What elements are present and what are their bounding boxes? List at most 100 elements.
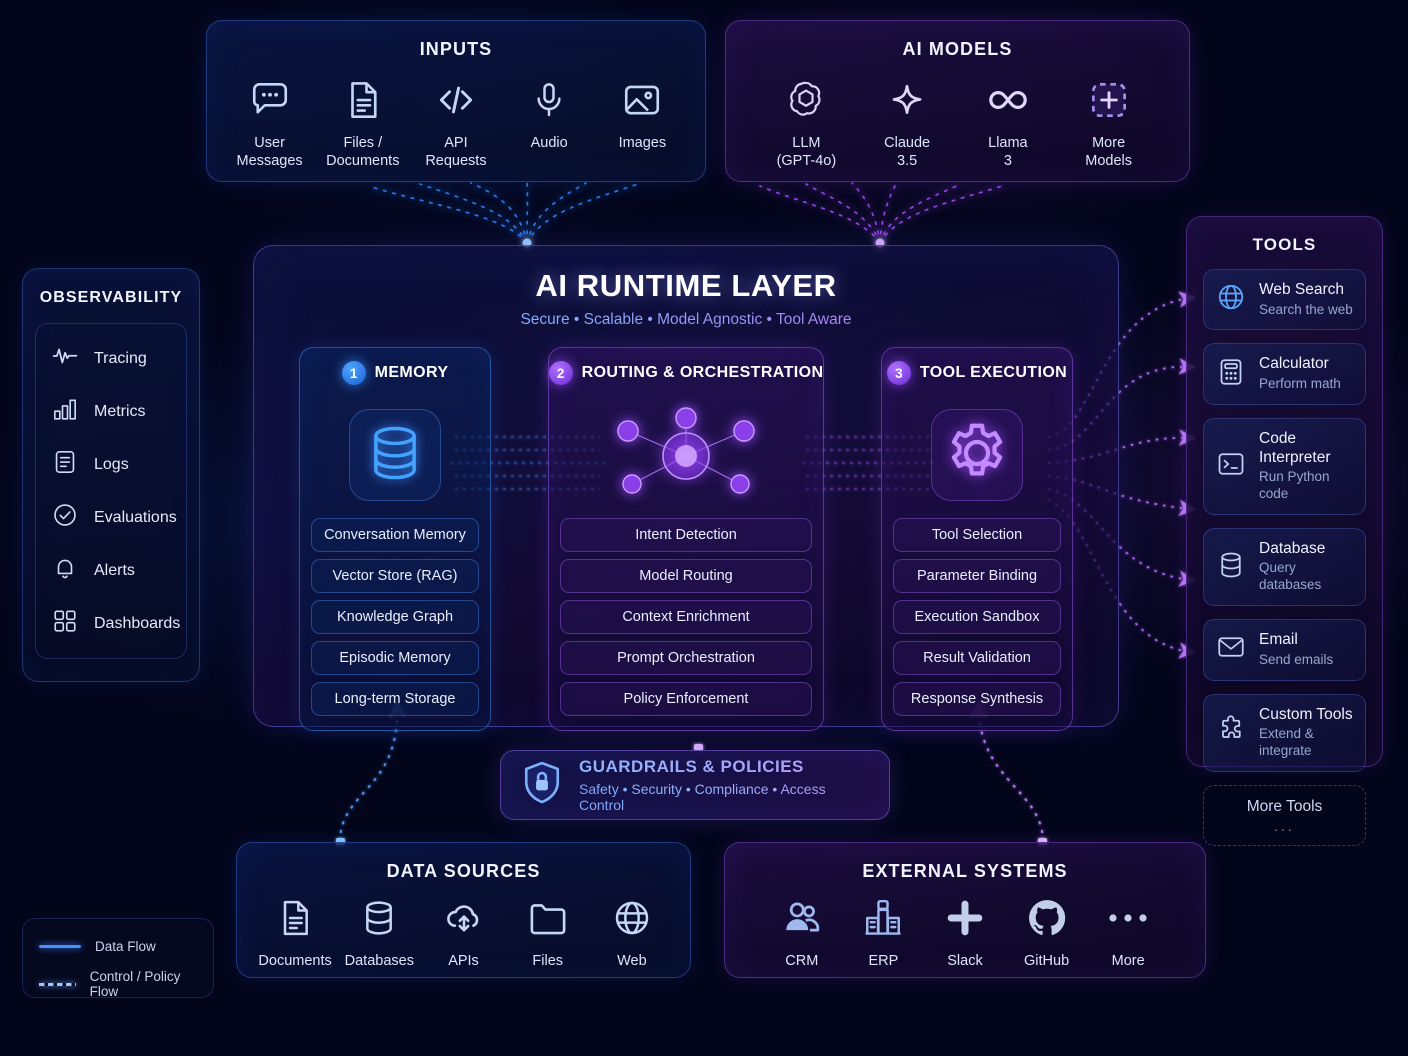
chip-parameter-binding[interactable]: Parameter Binding	[893, 559, 1061, 593]
sidebar-item-alerts[interactable]: Alerts	[36, 544, 186, 597]
tool-item-database[interactable]: Database Query databases	[1203, 527, 1366, 607]
calculator-icon	[1216, 357, 1246, 392]
tool-item-desc: Perform math	[1259, 376, 1341, 392]
chip-episodic-memory[interactable]: Episodic Memory	[311, 641, 479, 675]
factory-icon	[862, 892, 904, 944]
sidebar-item-dashboards[interactable]: Dashboards	[36, 597, 186, 650]
chip-vector-store-rag[interactable]: Vector Store (RAG)	[311, 559, 479, 593]
tool-item-desc: Run Python code	[1259, 469, 1330, 501]
tool-item-more-tools[interactable]: More Tools ...	[1203, 785, 1366, 847]
sidebar-item-metrics[interactable]: Metrics	[36, 385, 186, 438]
chip-intent-detection[interactable]: Intent Detection	[560, 518, 812, 552]
chip-result-validation[interactable]: Result Validation	[893, 641, 1061, 675]
runtime-columns: 1 MEMORY Conversation Memory	[254, 329, 1118, 731]
memory-title: MEMORY	[374, 364, 449, 381]
external-item-label: Slack	[947, 953, 983, 969]
chip-prompt-orchestration[interactable]: Prompt Orchestration	[560, 641, 812, 675]
tool-item-desc: Query databases	[1259, 560, 1322, 593]
runtime-column-memory: 1 MEMORY Conversation Memory	[299, 347, 491, 731]
routing-title: ROUTING & ORCHESTRATION	[581, 364, 824, 381]
input-item-audio[interactable]: Audio	[503, 74, 595, 152]
routing-hero	[560, 396, 812, 514]
tool-item-email[interactable]: Email Send emails	[1203, 619, 1366, 681]
data-source-item-apis[interactable]: APIs	[421, 892, 505, 970]
input-item-files-documents[interactable]: Files /Documents	[317, 74, 409, 170]
data-sources-panel: DATA SOURCES Documents Databases	[236, 842, 691, 978]
chip-model-routing[interactable]: Model Routing	[560, 559, 812, 593]
folder-icon	[527, 892, 569, 944]
chip-response-synthesis[interactable]: Response Synthesis	[893, 682, 1061, 716]
input-item-label: Images	[618, 135, 667, 151]
memory-chips: Conversation Memory Vector Store (RAG) K…	[311, 518, 479, 716]
chip-conversation-memory[interactable]: Conversation Memory	[311, 518, 479, 552]
tools-panel: TOOLS Web Search Search the web	[1186, 216, 1383, 847]
data-source-item-documents[interactable]: Documents	[253, 892, 337, 970]
sidebar-item-label: Dashboards	[94, 614, 181, 632]
external-item-erp[interactable]: ERP	[843, 892, 925, 970]
tool-item-name: Database	[1259, 539, 1326, 557]
cloud-sync-icon	[443, 892, 485, 944]
data-source-label: Web	[617, 953, 647, 969]
tool-execution-title: TOOL EXECUTION	[919, 364, 1068, 381]
chip-knowledge-graph[interactable]: Knowledge Graph	[311, 600, 479, 634]
tool-item-web-search[interactable]: Web Search Search the web	[1203, 269, 1366, 331]
chip-execution-sandbox[interactable]: Execution Sandbox	[893, 600, 1061, 634]
tools-list: Web Search Search the web Calculator Per…	[1187, 269, 1382, 847]
gear-icon	[943, 419, 1011, 492]
sidebar-item-logs[interactable]: Logs	[36, 438, 186, 491]
external-item-more[interactable]: More	[1087, 892, 1169, 970]
data-source-item-databases[interactable]: Databases	[337, 892, 421, 970]
data-source-item-web[interactable]: Web	[590, 892, 674, 970]
external-item-slack[interactable]: Slack	[924, 892, 1006, 970]
globe-icon	[1216, 282, 1246, 317]
page-title: AI RUNTIME LAYER	[535, 268, 837, 303]
model-item-llm-gpt4o[interactable]: LLM(GPT-4o)	[760, 74, 852, 170]
data-source-item-files[interactable]: Files	[506, 892, 590, 970]
memory-hero	[311, 396, 479, 514]
chip-policy-enforcement[interactable]: Policy Enforcement	[560, 682, 812, 716]
external-item-crm[interactable]: CRM	[761, 892, 843, 970]
tool-item-name: Email	[1259, 631, 1298, 649]
sidebar-item-label: Logs	[94, 455, 129, 473]
data-sources-icon-row: Documents Databases APIs	[237, 882, 690, 970]
observability-panel: OBSERVABILITY Tracing Metrics	[22, 268, 200, 682]
document-icon	[275, 892, 315, 944]
database-cylinder-icon	[364, 422, 426, 489]
tool-item-calculator[interactable]: Calculator Perform math	[1203, 343, 1366, 405]
tool-item-code-interpreter[interactable]: Code Interpreter Run Python code	[1203, 417, 1366, 515]
image-icon	[621, 74, 663, 126]
runtime-subtitle: Secure • Scalable • Model Agnostic • Too…	[254, 311, 1118, 329]
solid-line-swatch	[39, 944, 81, 948]
input-item-images[interactable]: Images	[596, 74, 688, 152]
observability-title: OBSERVABILITY	[39, 289, 183, 306]
envelope-icon	[1216, 632, 1246, 667]
input-item-label: Files /Documents	[326, 135, 400, 170]
external-item-github[interactable]: GitHub	[1006, 892, 1088, 970]
tool-item-desc: Extend & integrate	[1259, 726, 1314, 759]
data-sources-title: DATA SOURCES	[386, 861, 541, 881]
runtime-column-tool-execution: 3 TOOL EXECUTION Tool Selection Paramete…	[881, 347, 1073, 731]
bar-chart-icon	[52, 396, 78, 427]
input-item-label: Audio	[530, 135, 568, 151]
tool-item-custom-tools[interactable]: Custom Tools Extend & integrate	[1203, 693, 1366, 773]
step-badge-3: 3	[886, 361, 911, 385]
sidebar-item-evaluations[interactable]: Evaluations	[36, 491, 186, 544]
tool-execution-header: 3 TOOL EXECUTION	[886, 360, 1067, 386]
chip-long-term-storage[interactable]: Long-term Storage	[311, 682, 479, 716]
chip-context-enrichment[interactable]: Context Enrichment	[560, 600, 812, 634]
pulse-wave-icon	[52, 343, 78, 374]
chip-tool-selection[interactable]: Tool Selection	[893, 518, 1061, 552]
sidebar-item-tracing[interactable]: Tracing	[36, 332, 186, 385]
guardrails-banner[interactable]: GUARDRAILS & POLICIES Safety • Security …	[500, 750, 890, 820]
